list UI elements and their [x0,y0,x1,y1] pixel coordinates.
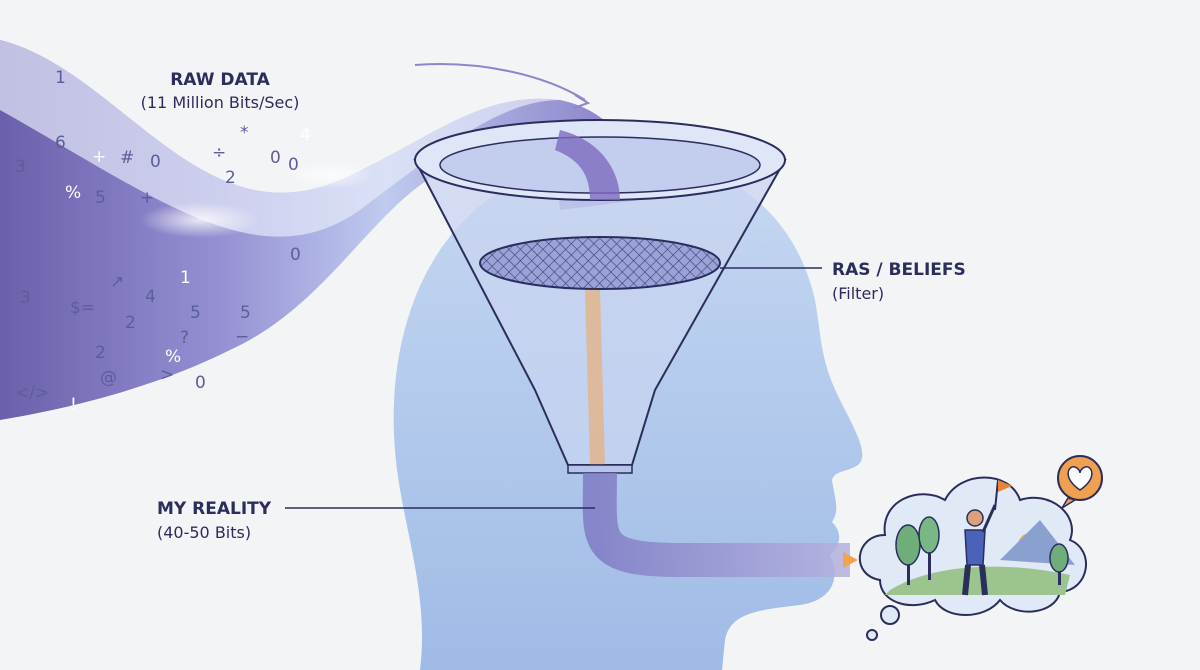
stream-symbol: $= [70,298,95,318]
stream-symbol: 1 [180,268,191,288]
thought-cloud-icon [858,476,1087,641]
stream-symbol: </> [15,383,49,403]
filtered-stream [585,290,605,465]
stream-symbol: 2 [95,343,106,363]
stream-symbol: 4 [145,287,156,307]
stream-into-funnel [555,130,620,200]
stream-symbol: + [92,147,106,167]
arrow-head-icon [573,94,591,109]
stream-symbol: 0 [150,152,161,172]
stream-symbol: % [65,183,81,203]
stream-symbol: 2 [225,168,236,188]
mesh-filter-icon [479,236,721,290]
stream-symbol: ! [70,395,77,415]
stream-symbol: 0 [195,373,206,393]
stream-symbol: 0 [288,155,299,175]
stream-symbol: 3 [15,157,26,177]
stream-symbol: + [140,188,154,208]
stream-symbol: 0 [270,148,281,168]
arrow-head-icon [843,552,858,568]
reality-subtitle: (40-50 Bits) [157,523,251,542]
person-with-flag-icon [962,479,1012,596]
stream-symbol: @ [100,368,117,388]
stream-highlight [0,40,560,237]
light-glow [285,161,375,189]
reality-title: MY REALITY [157,499,272,519]
raw-data-subtitle: (11 Million Bits/Sec) [141,93,300,112]
stream-symbol: 5 [190,303,201,323]
stream-symbol: * [240,123,249,143]
stream-symbol: 5 [95,188,106,208]
stream-symbol: ↗ [110,272,124,292]
heart-bubble-icon [1057,455,1103,509]
filter-title: RAS / BELIEFS [832,260,966,280]
stream-symbol: 6 [55,133,66,153]
stream-symbol: ? [180,328,189,348]
stream-symbol: 2 [125,313,136,333]
stream-symbol: 1 [55,68,66,88]
stream-symbol: ÷ [212,143,226,163]
stream-symbol: # [120,148,134,168]
stream-symbol: % [165,347,181,367]
funnel-spout [567,464,633,474]
stream-symbol: 3 [20,288,31,308]
stream-symbol: 4 [300,125,311,145]
light-glow [140,202,260,238]
stream-symbol: 5 [240,303,251,323]
stream-symbol: 0 [290,245,301,265]
incoming-arrow [414,63,586,101]
tree-icon [895,516,1069,585]
raw-data-title: RAW DATA [170,70,270,90]
stream-symbol: − [235,327,249,347]
stream-symbol: > [160,365,174,385]
filter-subtitle: (Filter) [832,284,884,303]
